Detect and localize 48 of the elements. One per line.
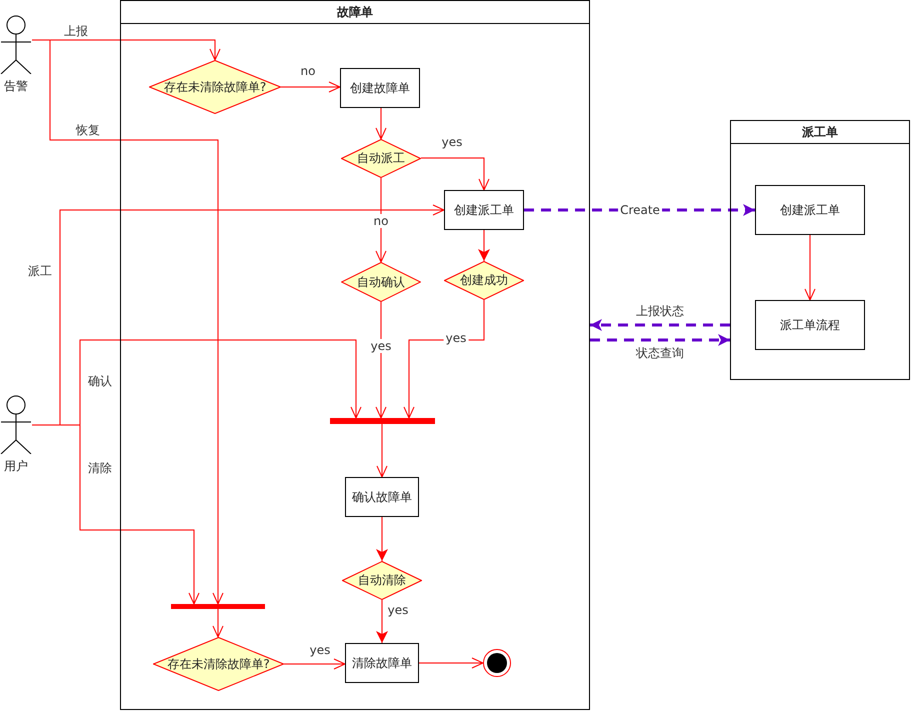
activity-box: 创建派工单 xyxy=(755,185,865,235)
fork-bar xyxy=(171,604,265,609)
swimlane-title: 派工单 xyxy=(802,124,838,140)
edge-label: 恢复 xyxy=(74,123,102,137)
arrow xyxy=(418,658,484,668)
arrow xyxy=(32,424,200,604)
decision-diamond: 存在未清除故障单? xyxy=(153,637,284,691)
edge-label: 上报状态 xyxy=(634,304,686,318)
arrow xyxy=(280,82,340,92)
swimlane-box xyxy=(120,0,590,710)
arrow xyxy=(804,234,816,300)
dashed-arrow xyxy=(590,334,730,346)
edge-label: no xyxy=(372,214,390,228)
activity-box: 创建派工单 xyxy=(444,190,524,230)
activity-box: 派工单流程 xyxy=(755,300,865,350)
arrow xyxy=(478,230,490,262)
arrow xyxy=(376,302,386,418)
arrow xyxy=(376,108,386,140)
arrow xyxy=(376,600,388,644)
decision-diamond: 自动派工 xyxy=(341,139,421,178)
swimlane-title: 故障单 xyxy=(337,4,373,20)
activity-box: 清除故障单 xyxy=(345,643,419,683)
decision-diamond: 自动确认 xyxy=(341,262,421,302)
edge-label: Create xyxy=(618,203,662,217)
activity-box: 确认故障单 xyxy=(345,477,419,517)
decision-diamond: 自动清除 xyxy=(342,561,422,600)
edge-label: 清除 xyxy=(86,461,114,475)
actor-label: 用户 xyxy=(3,458,29,475)
end-state-circle xyxy=(483,649,511,677)
decision-diamond: 创建成功 xyxy=(444,261,524,300)
edge-label: 派工 xyxy=(26,264,54,278)
arrow xyxy=(284,658,346,670)
fork-bar xyxy=(330,418,435,424)
arrow xyxy=(212,608,224,638)
edge-label: 状态查询 xyxy=(634,346,686,360)
arrow xyxy=(376,516,388,562)
actor-label: 告警 xyxy=(3,78,29,95)
arrow xyxy=(420,158,490,190)
edge-label: 上报 xyxy=(62,24,90,38)
edge-label: yes xyxy=(368,339,394,353)
activity-box: 创建故障单 xyxy=(340,68,420,108)
decision-diamond: 存在未清除故障单? xyxy=(149,60,281,114)
arrow xyxy=(32,40,224,604)
edge-label: 确认 xyxy=(86,374,114,388)
arrow xyxy=(376,178,386,262)
dashed-arrow xyxy=(590,319,730,331)
arrow xyxy=(376,424,388,478)
swimlane-box xyxy=(730,120,910,380)
